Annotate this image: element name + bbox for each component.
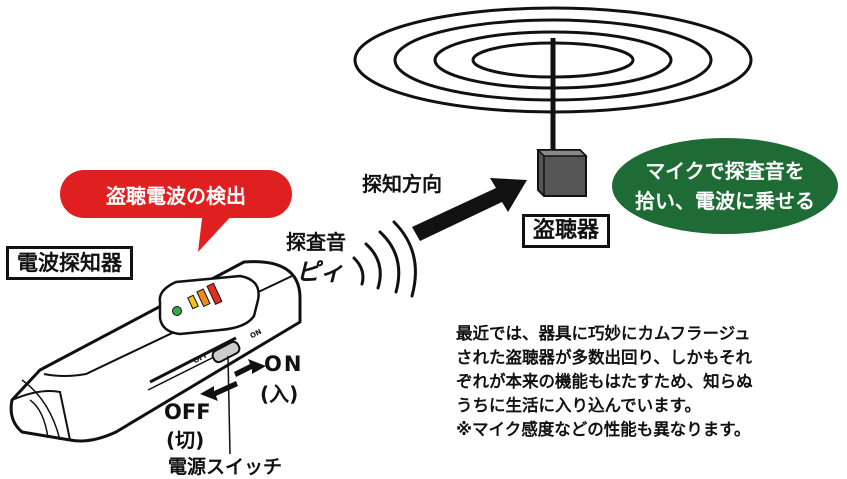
on-arrow-icon bbox=[234, 359, 266, 377]
on-kanji-label: (入) bbox=[260, 382, 299, 406]
description-text: 最近では、器具に巧妙にカムフラージュ された盗聴器が多数出回り、しかもそれ ぞれ… bbox=[456, 322, 844, 442]
off-label: OFF bbox=[164, 400, 211, 424]
power-switch-label: 電源スイッチ bbox=[168, 456, 283, 478]
beep-label: ピィ bbox=[296, 258, 344, 286]
description-line5: ※マイク感度などの性能も異なります。 bbox=[456, 420, 751, 439]
off-kanji-label: (切) bbox=[166, 428, 205, 452]
description-line1: 最近では、器具に巧妙にカムフラージュ bbox=[456, 324, 751, 343]
description-line4: うちに生活に入り込んでいます。 bbox=[456, 396, 702, 415]
mic-badge: マイクで探査音を 拾い、電波に乗せる bbox=[612, 138, 838, 234]
led-yellow bbox=[187, 294, 199, 310]
bug-device-icon bbox=[536, 149, 588, 197]
device-name-label: 電波探知器 bbox=[6, 246, 133, 280]
led-green bbox=[172, 306, 182, 316]
detection-badge: 盗聴電波の検出 bbox=[60, 170, 292, 218]
on-label: ON bbox=[264, 352, 304, 376]
mic-badge-line2: 拾い、電波に乗せる bbox=[635, 189, 815, 213]
direction-arrow-icon bbox=[412, 178, 527, 241]
mic-badge-line1: マイクで探査音を bbox=[645, 159, 805, 183]
sound-waves-icon bbox=[352, 220, 417, 298]
switch-pointer-line bbox=[227, 355, 231, 455]
bug-name-label: 盗聴器 bbox=[522, 214, 611, 248]
badge-pointer bbox=[198, 210, 235, 252]
description-line2: された盗聴器が多数出回り、しかもそれ bbox=[456, 348, 753, 367]
detection-badge-label: 盗聴電波の検出 bbox=[106, 183, 246, 208]
led-red bbox=[206, 282, 223, 305]
probe-sound-label: 探査音 bbox=[286, 230, 346, 254]
power-switch[interactable] bbox=[211, 340, 241, 364]
led-orange bbox=[196, 288, 211, 308]
description-line3: ぞれが本来の機能もはたすため、知らぬ bbox=[456, 372, 753, 391]
off-arrow-icon bbox=[200, 381, 238, 401]
detector-device-icon bbox=[9, 260, 302, 455]
direction-label: 探知方向 bbox=[362, 172, 442, 196]
